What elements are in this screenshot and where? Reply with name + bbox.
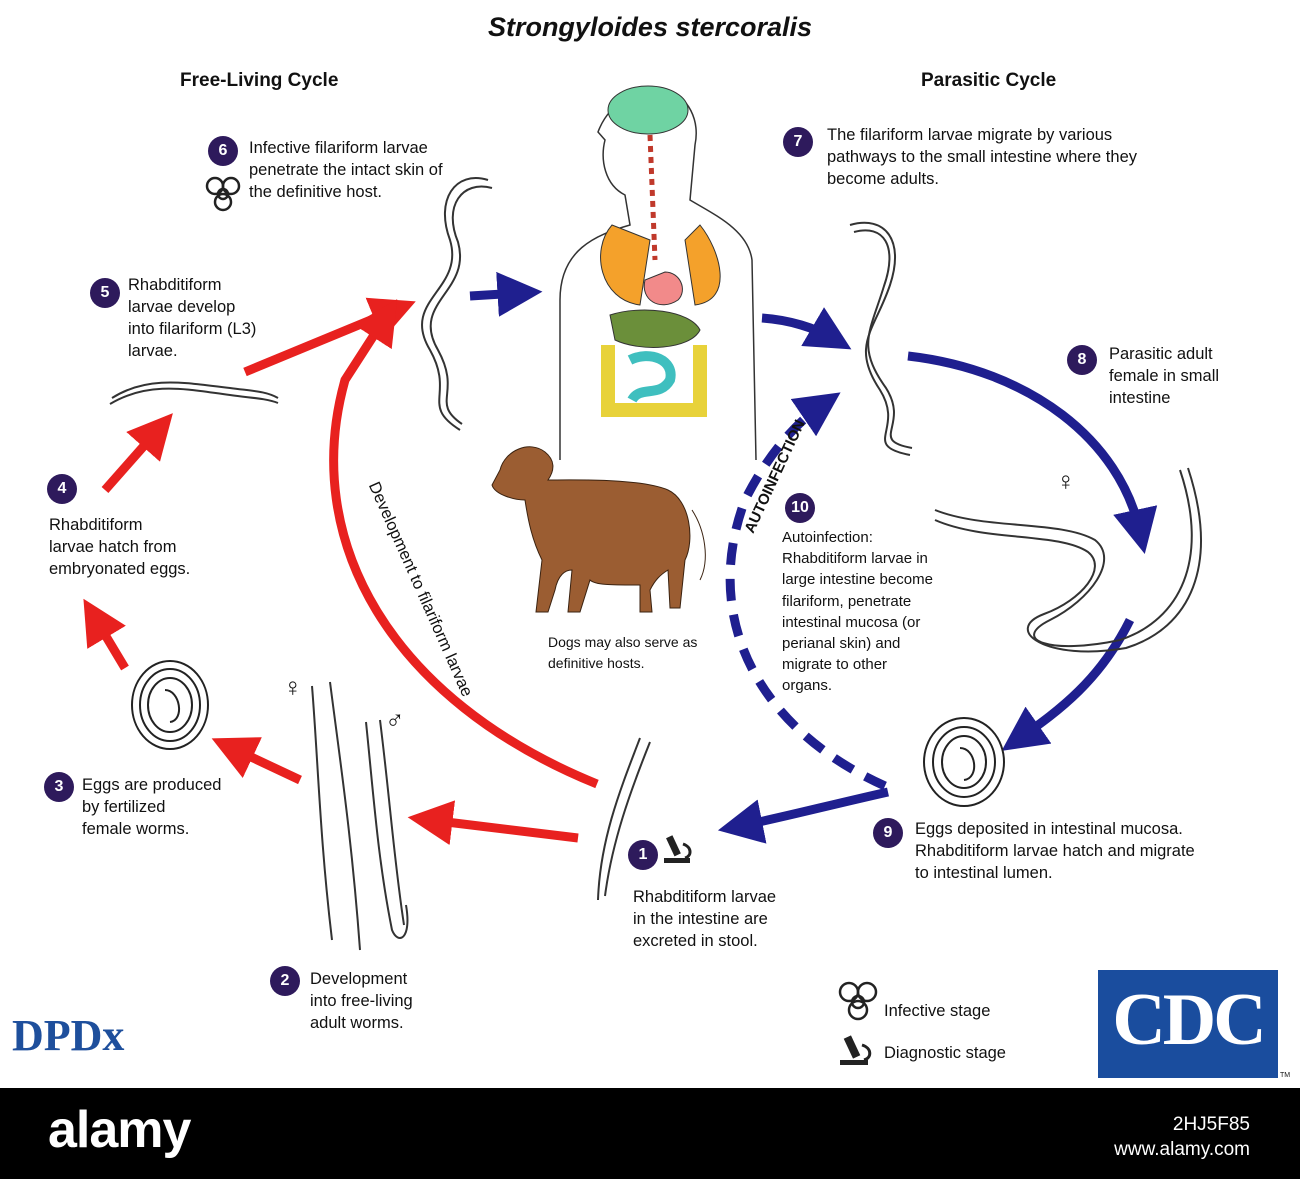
free-living-cycle-heading: Free-Living Cycle	[180, 70, 339, 91]
step-1-badge: 1	[628, 840, 658, 870]
step-6-badge: 6	[208, 136, 238, 166]
arrow-development-to-filariform	[329, 299, 599, 789]
image-id-block: 2HJ5F85 www.alamy.com	[1114, 1112, 1250, 1162]
free-living-male-worm	[365, 719, 409, 939]
step-8-badge: 8	[1067, 345, 1097, 375]
arrow-2-to-3	[211, 737, 302, 785]
small-intestine	[627, 351, 676, 404]
life-cycle-drawing	[83, 85, 1202, 1065]
arrow-6-to-host	[469, 271, 543, 317]
free-living-arrows	[83, 297, 599, 846]
dpdx-logo: DPDx	[12, 1011, 125, 1060]
step-9-badge: 9	[873, 818, 903, 848]
step1-microscope-icon	[664, 835, 692, 863]
brain	[607, 85, 689, 135]
arrow-7-to-8	[907, 351, 1158, 554]
alamy-logo: alamy	[48, 1101, 191, 1159]
parasitic-female-symbol: ♀	[1056, 466, 1076, 496]
rhabditiform-larva-5	[109, 381, 279, 405]
step-2-badge: 2	[270, 966, 300, 996]
arrow-8-to-9	[1001, 617, 1135, 751]
large-intestine	[601, 345, 707, 417]
step-5-badge: 5	[90, 278, 120, 308]
step-7-badge: 7	[783, 127, 813, 157]
legend-biohazard-icon	[838, 981, 878, 1021]
arrow-1-to-2	[407, 800, 579, 846]
arrow-autoinfection	[725, 392, 887, 791]
legend-diagnostic-label: Diagnostic stage	[884, 1044, 1006, 1062]
step-7-text: The filariform larvae migrate by various…	[827, 126, 1137, 188]
filariform-larva-6	[421, 177, 493, 431]
image-id: 2HJ5F85	[1172, 1114, 1250, 1135]
site-url: www.alamy.com	[1114, 1139, 1250, 1160]
female-symbol: ♀	[283, 672, 303, 702]
dog-illustration	[491, 446, 706, 613]
heart	[643, 271, 683, 306]
egg-in-mucosa-9	[923, 717, 1005, 807]
parasitic-cycle-heading: Parasitic Cycle	[921, 70, 1057, 91]
stomach-liver	[609, 309, 701, 348]
step-4-badge: 4	[47, 474, 77, 504]
arrow-4-to-5	[101, 413, 173, 493]
step6-biohazard-icon	[205, 176, 241, 212]
parasitic-arrows	[469, 271, 1158, 844]
trademark-mark: TM	[1280, 1072, 1291, 1079]
filariform-larva-7	[849, 221, 913, 456]
arrow-host-to-7	[761, 307, 852, 350]
step-10-badge: 10	[785, 493, 815, 523]
male-symbol: ♂	[385, 705, 405, 735]
legend-infective-label: Infective stage	[884, 1002, 991, 1020]
step-9-text: Eggs deposited in intestinal mucosa.Rhab…	[915, 820, 1195, 882]
parasitic-adult-female-worm	[934, 467, 1202, 653]
arrow-9-to-1	[717, 787, 889, 844]
lungs	[600, 224, 721, 306]
human-host-anatomy	[559, 85, 757, 461]
embryonated-egg-3	[131, 660, 209, 750]
watermark-footer	[0, 1088, 1300, 1179]
cdc-logo: CDC	[1098, 970, 1278, 1078]
diagram-title: Strongyloides stercoralis	[487, 12, 813, 42]
free-living-female-worm	[311, 681, 361, 951]
step-3-badge: 3	[44, 772, 74, 802]
rhabditiform-larva-1	[597, 737, 651, 901]
trachea	[647, 134, 658, 261]
arrow-3-to-4	[83, 598, 129, 671]
legend-microscope-icon	[840, 1035, 872, 1065]
